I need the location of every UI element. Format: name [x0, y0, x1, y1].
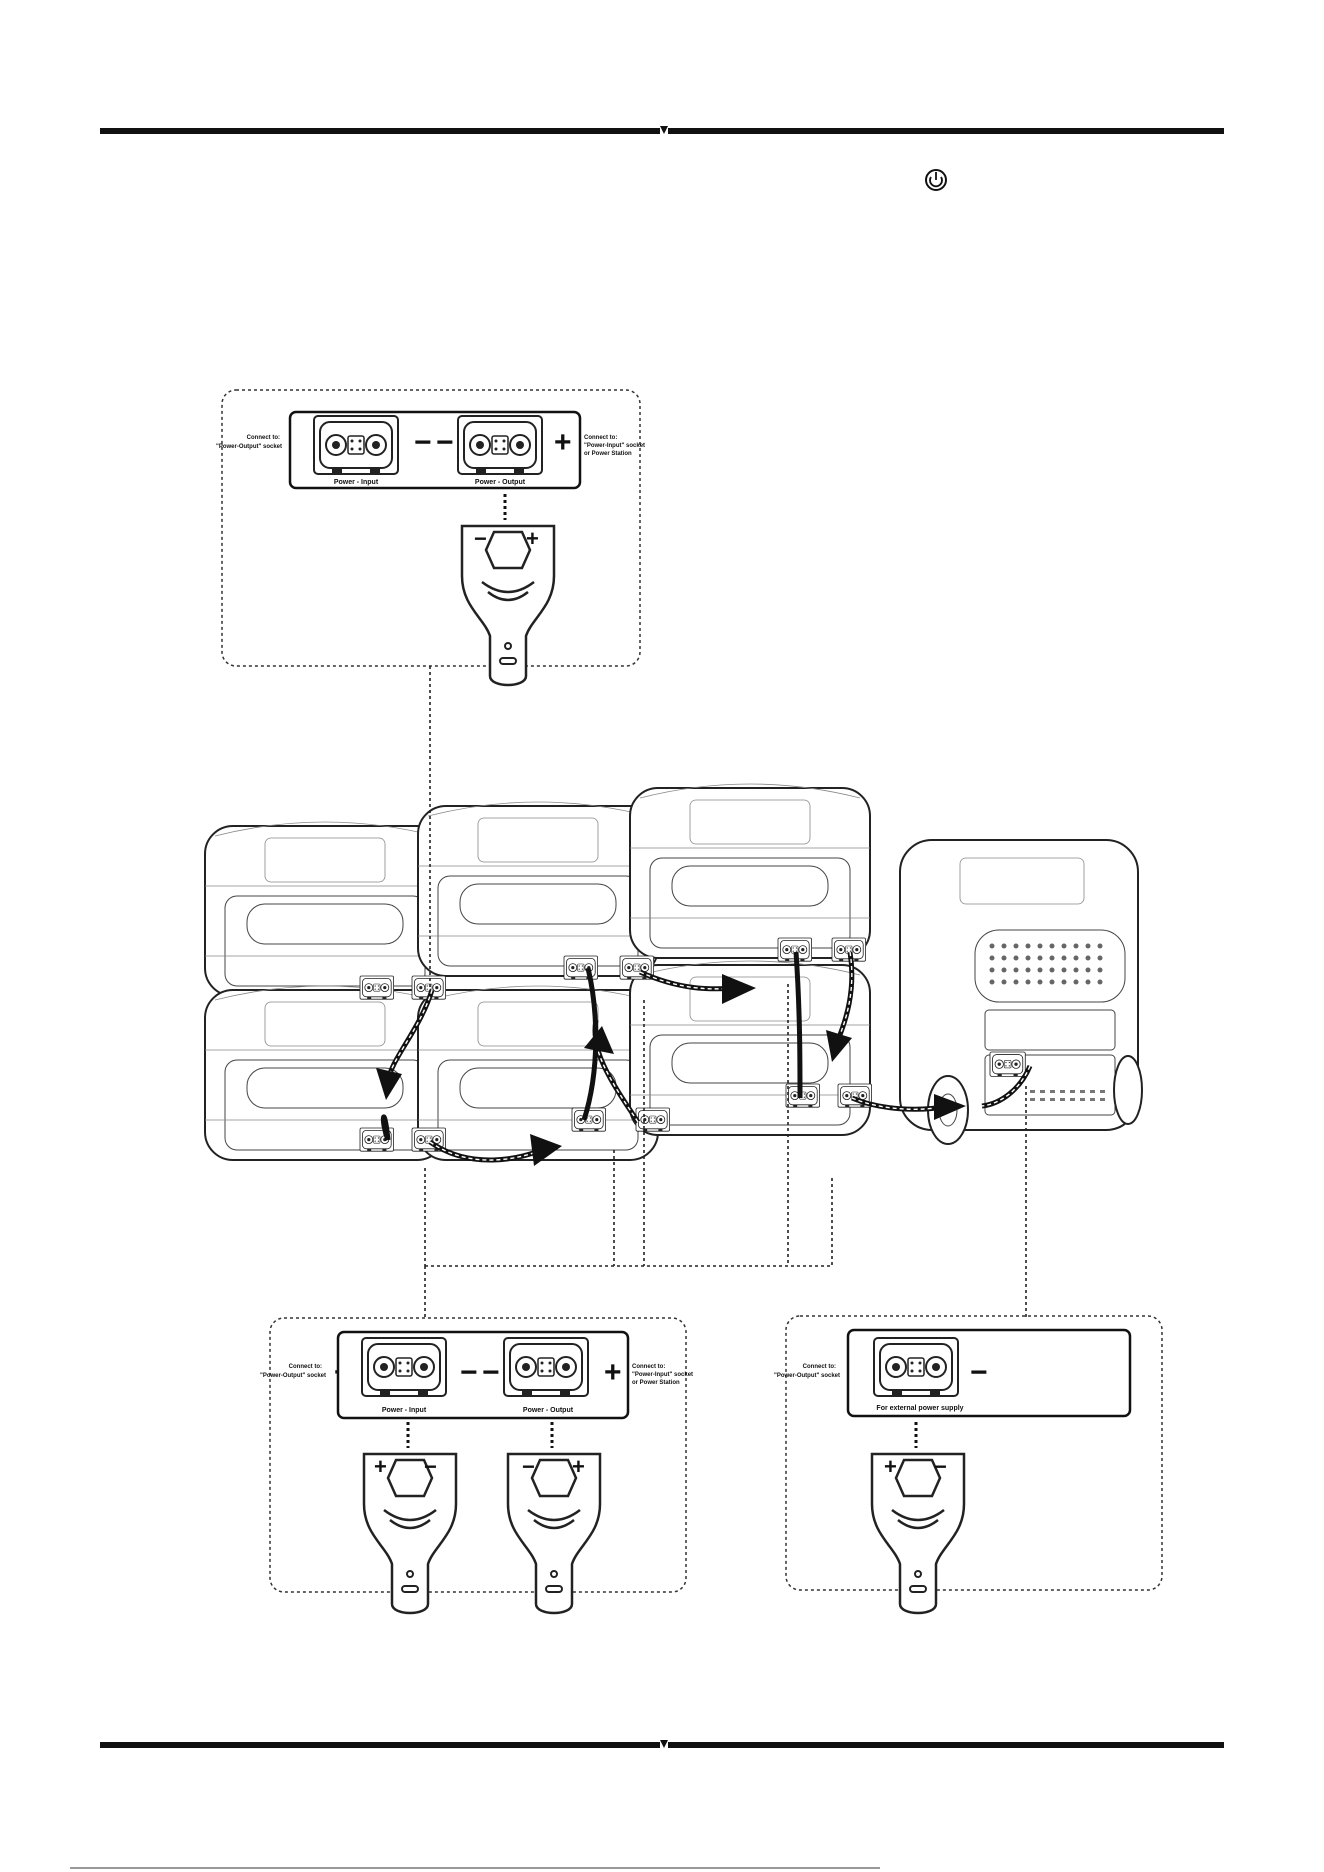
footer-rule — [100, 1740, 1224, 1748]
plug-polarity-right: + — [526, 526, 539, 551]
external-power-label: For external power supply — [876, 1405, 963, 1412]
external-power-socket — [873, 1337, 959, 1397]
plug-polarity-right: − — [934, 1454, 947, 1479]
connect-to-target: "Power-Input" socket — [632, 1372, 693, 1378]
connect-to-label: Connect to: — [584, 435, 617, 441]
connect-to-target: or Power Station — [584, 451, 632, 457]
battery-unit-2a — [417, 801, 659, 977]
plug-polarity-left: − — [474, 526, 487, 551]
minus-sign: − — [414, 426, 432, 459]
battery-stack-illustration — [204, 783, 1143, 1166]
plus-sign: + — [604, 1356, 622, 1389]
plug-polarity-left: + — [374, 1454, 387, 1479]
connect-to-label: Connect to: — [289, 1364, 322, 1370]
plus-sign: + — [554, 426, 572, 459]
power-input-label: Power - Input — [382, 1407, 427, 1414]
power-output-label: Power - Output — [475, 479, 526, 486]
direction-arrows — [376, 974, 966, 1166]
header-rule — [100, 126, 1224, 134]
leader-lines — [424, 666, 1027, 1318]
power-output-socket — [503, 1337, 589, 1397]
power-input-socket — [313, 415, 399, 475]
power-input-socket — [361, 1337, 447, 1397]
connect-to-label: Connect to: — [247, 435, 280, 441]
battery-unit-2b — [417, 985, 659, 1161]
connect-to-target: "Power-Output" socket — [774, 1373, 840, 1379]
power-output-label: Power - Output — [523, 1407, 574, 1414]
power-button-icon — [925, 169, 947, 191]
minus-sign: − — [482, 1356, 500, 1389]
battery-unit-3a — [629, 783, 871, 959]
connect-to-target: "Power-Output" socket — [216, 444, 282, 450]
plug-polarity-left: + — [884, 1454, 897, 1479]
callout-bottom-right: Connect to: "Power-Output" socket + − Fo… — [774, 1315, 1163, 1615]
plug-polarity-left: − — [522, 1454, 535, 1479]
battery-unit-1a — [204, 821, 446, 997]
minus-sign: − — [970, 1356, 988, 1389]
interconnect-cables — [380, 951, 1033, 1163]
callout-top: Connect to: "Power-Output" socket + − − … — [216, 389, 645, 687]
callout-bottom-left: Connect to: "Power-Output" socket + − − … — [260, 1317, 693, 1615]
power-input-label: Power - Input — [334, 479, 379, 486]
connect-to-label: Connect to: — [803, 1364, 836, 1370]
power-output-socket — [457, 415, 543, 475]
minus-sign: − — [436, 426, 454, 459]
power-station — [899, 839, 1143, 1145]
connect-to-target: or Power Station — [632, 1380, 680, 1386]
connect-to-label: Connect to: — [632, 1364, 665, 1370]
battery-unit-1b — [204, 985, 446, 1161]
connect-to-target: "Power-Input" socket — [584, 443, 645, 449]
plug-polarity-right: − — [424, 1454, 437, 1479]
connect-to-target: "Power-Output" socket — [260, 1373, 326, 1379]
minus-sign: − — [460, 1356, 478, 1389]
plug-polarity-right: + — [572, 1454, 585, 1479]
